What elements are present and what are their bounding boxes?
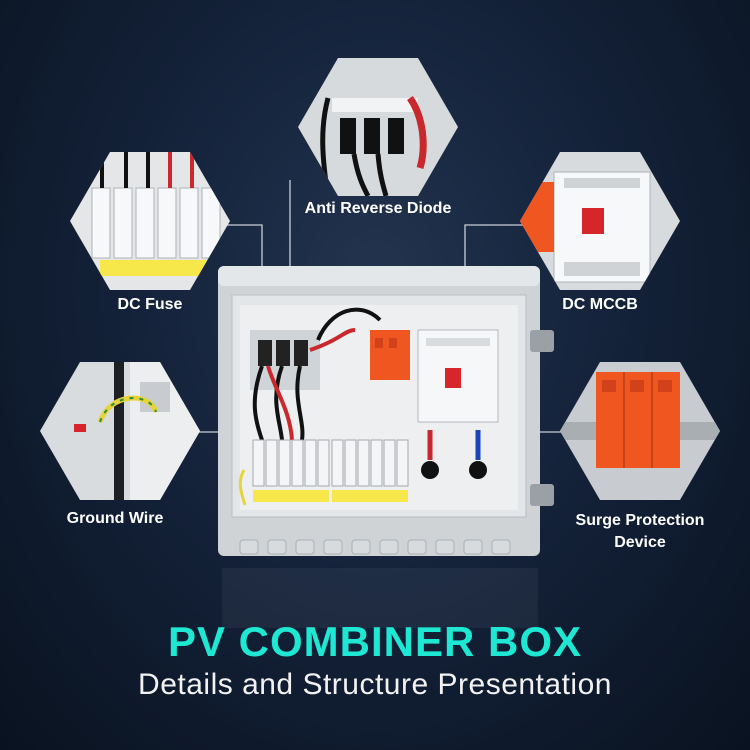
page-title: PV COMBINER BOX: [167, 618, 583, 665]
dc-mccb-closeup: [520, 152, 680, 290]
surge-protector-photo-icon: [560, 362, 720, 500]
page-subtitle: Details and Structure Presentation: [138, 668, 612, 701]
anti-reverse-diode-label: Anti Reverse Diode: [304, 200, 452, 217]
surge-protection-label-line2: Device: [614, 534, 666, 551]
surge-protection-label: Surge Protection Device: [560, 510, 720, 554]
mccb-photo-icon: [520, 152, 680, 290]
surge-protection-label-line1: Surge Protection: [575, 512, 705, 529]
dc-fuse-label: DC Fuse: [117, 296, 183, 313]
surge-protection-closeup: [560, 362, 720, 500]
ground-wire-label: Ground Wire: [66, 510, 164, 527]
dc-mccb-label: DC MCCB: [562, 296, 638, 313]
